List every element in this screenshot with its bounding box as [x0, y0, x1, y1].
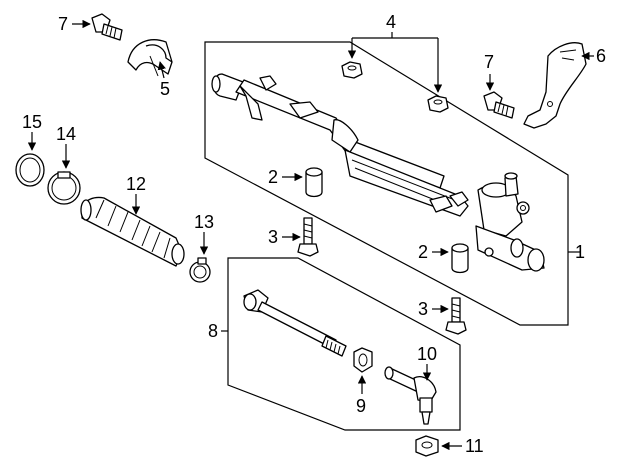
- leader-5: [157, 61, 166, 79]
- inner-tie-rod: [243, 289, 347, 357]
- castle-nut: [415, 435, 439, 457]
- small-boot-clamp: [189, 257, 211, 283]
- callout-14: 14: [56, 124, 76, 144]
- callout-12: 12: [126, 174, 146, 194]
- o-ring: [15, 153, 45, 187]
- nut-upper: [341, 61, 363, 79]
- mounting-bolt-lower: [445, 297, 467, 335]
- callout-4: 4: [386, 12, 396, 32]
- callout-6: 6: [596, 46, 606, 66]
- bolt-top-left: [91, 13, 123, 41]
- mounting-bracket: [127, 39, 173, 77]
- callout-7-top-left: 7: [58, 14, 68, 34]
- mounting-bolt-upper: [297, 217, 319, 257]
- callout-5: 5: [160, 79, 170, 99]
- callout-9: 9: [356, 396, 366, 416]
- steering-gear-housing: [211, 73, 545, 272]
- callout-10: 10: [417, 344, 437, 364]
- tie-rod-group-frame: [227, 257, 461, 431]
- callout-1: 1: [575, 242, 585, 262]
- bolt-right: [483, 91, 515, 119]
- callouts: 1 2 2 3 3 4 5 6 7 7 8: [22, 12, 606, 456]
- callout-3-lower: 3: [418, 299, 428, 319]
- callout-2-lower: 2: [418, 242, 428, 262]
- rack-assembly-frame: [204, 41, 569, 326]
- jam-nut: [353, 347, 373, 373]
- callout-3-upper: 3: [268, 227, 278, 247]
- bushing-lower: [451, 243, 469, 274]
- outer-tie-rod-end: [384, 366, 437, 425]
- bushing-upper: [305, 167, 323, 198]
- callout-13: 13: [194, 212, 214, 232]
- large-boot-clamp: [47, 171, 81, 205]
- callout-11: 11: [465, 436, 484, 456]
- nut-lower: [427, 95, 449, 113]
- callout-2-upper: 2: [268, 167, 278, 187]
- callout-7-right: 7: [484, 52, 494, 72]
- callout-8: 8: [208, 321, 218, 341]
- callout-15: 15: [22, 112, 42, 132]
- heat-shield: [523, 42, 587, 129]
- dust-boot: [80, 196, 185, 267]
